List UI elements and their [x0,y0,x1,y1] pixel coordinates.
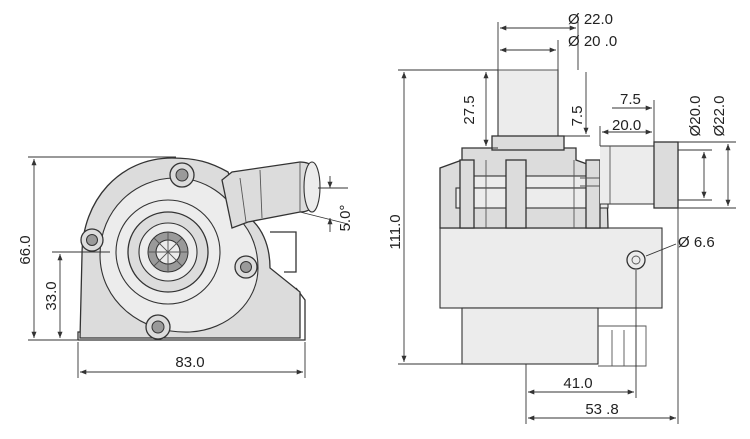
front-view: 83.0 66.0 33.0 5.0° [17,156,354,378]
dim-mount-hole-dia: Ø 6.6 [678,234,715,251]
dim-33: 33.0 [43,251,110,338]
dim-inlet-length: 27.5 [461,95,478,124]
outlet-nozzle [600,141,679,209]
dim-overall-offset: 53 .8 [585,401,618,418]
dim-height-overall: 66.0 [17,235,34,264]
side-view: Ø 22.0 Ø 20 .0 27.5 7.5 7.5 20.0 [387,11,736,424]
dim-hole: Ø 6.6 [645,234,715,257]
dim-dia-22-side: Ø22.0 [678,96,736,209]
screw-boss-right [234,255,258,279]
dim-20-horizontal: 20.0 [599,117,652,146]
dim-7-5-horizontal: 7.5 [612,91,655,142]
dim-111: 111.0 [387,69,498,365]
dim-41: 41.0 [525,270,637,424]
dim-total-height: 111.0 [387,214,404,249]
dim-dia-20-top: Ø 20 .0 [500,33,617,70]
dim-angle: 5.0° [299,176,354,232]
dim-outlet-collar: 7.5 [620,91,641,108]
pump-head [439,147,609,229]
dim-66: 66.0 [17,156,176,341]
dim-83: 83.0 [77,342,306,378]
dim-dia-20-side: Ø20.0 [678,96,712,201]
dim-outlet-inner-dia: Ø20.0 [687,96,704,137]
motor-can [439,227,663,309]
inlet-rings [115,199,221,305]
dim-inlet-outer-dia: Ø 22.0 [568,11,613,28]
dim-dia-22-top: Ø 22.0 [497,11,613,70]
dim-7-5-vertical: 7.5 [564,72,590,137]
screw-boss-left [80,228,104,252]
dim-outlet-outer-dia: Ø22.0 [711,96,728,137]
dim-inlet-collar: 7.5 [569,106,586,127]
inlet-nozzle [491,69,565,151]
screw-boss-top [169,162,195,188]
dim-outlet-length: 20.0 [612,117,641,134]
dim-hole-offset: 41.0 [563,375,592,392]
screw-boss-bottom [145,314,171,340]
dim-width-overall: 83.0 [175,354,204,371]
dim-53-8: 53 .8 [528,208,679,424]
dim-height-center: 33.0 [43,281,60,310]
dim-outlet-angle: 5.0° [337,205,354,232]
dim-inlet-inner-dia: Ø 20 .0 [568,33,617,50]
motor-end [461,307,599,365]
outlet-spout [221,161,321,229]
mount-hole [626,250,646,270]
